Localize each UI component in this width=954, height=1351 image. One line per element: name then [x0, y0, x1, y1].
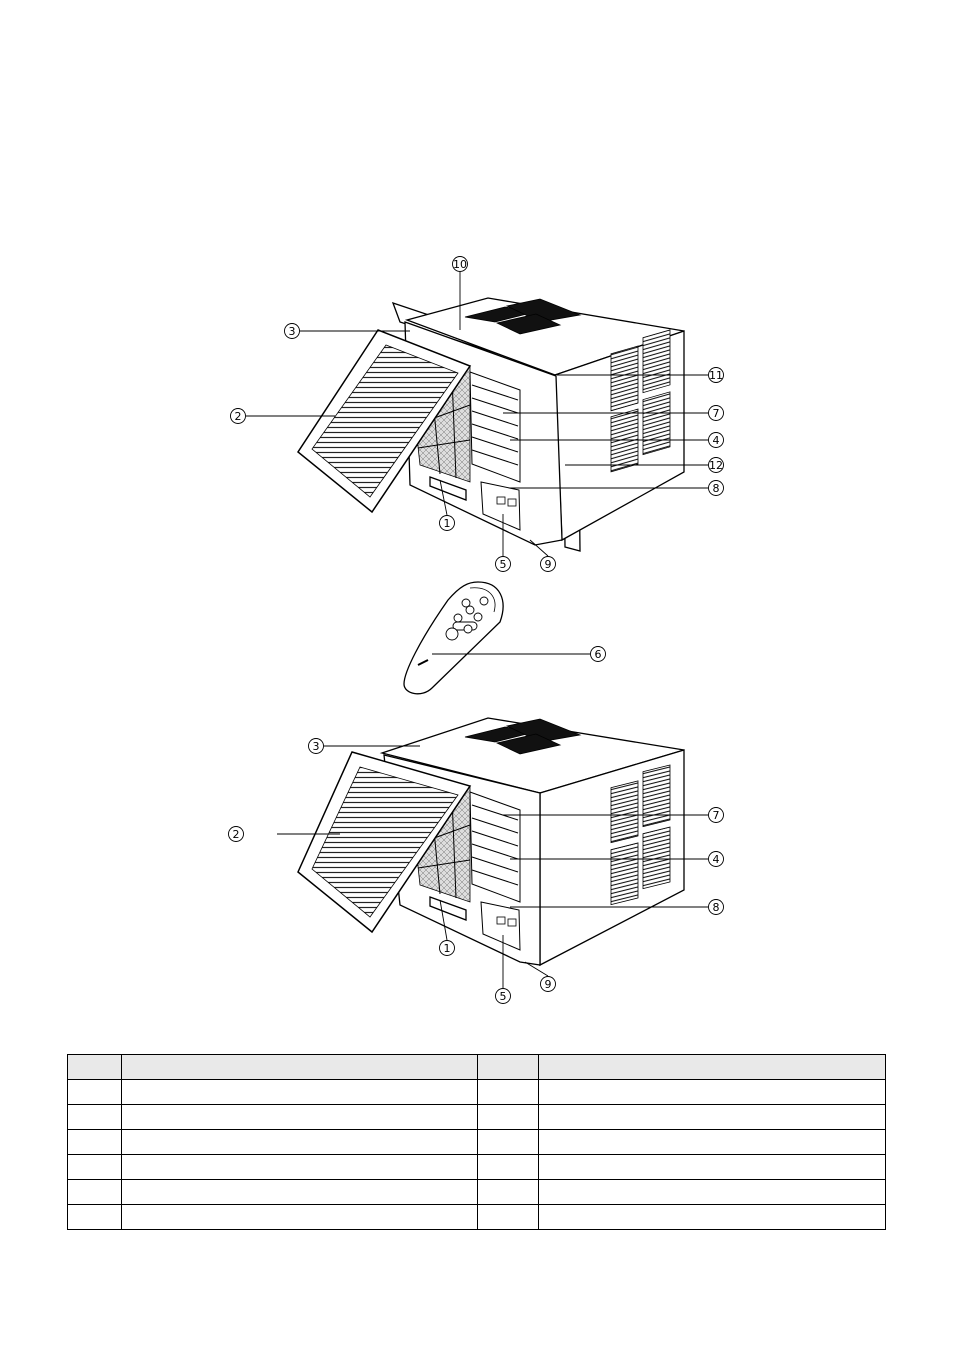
table-cell: [121, 1129, 478, 1155]
top-vent: [464, 718, 582, 755]
table-cell: [477, 1104, 539, 1130]
callout-10: 10: [453, 258, 467, 271]
table-cell: [538, 1179, 886, 1205]
table-cell: [67, 1204, 122, 1230]
callout-12: 12: [709, 459, 723, 472]
bottom-leader-lines: [277, 745, 708, 988]
callout-8: 8: [713, 901, 720, 914]
callout-3: 3: [313, 740, 320, 753]
side-vent: [642, 826, 671, 890]
table-cell: [67, 1154, 122, 1180]
side-vent: [642, 764, 671, 828]
callout-8: 8: [713, 482, 720, 495]
callout-9: 9: [545, 558, 552, 571]
control-panel: [480, 481, 521, 531]
callout-1: 1: [444, 942, 451, 955]
table-cell: [538, 1079, 886, 1105]
top-callouts: [230, 256, 724, 572]
side-vent: [610, 780, 639, 844]
table-cell: [538, 1204, 886, 1230]
table-cell: [67, 1129, 122, 1155]
header-description-1: [121, 1054, 478, 1080]
top-unit: [297, 297, 685, 552]
callout-2: 2: [235, 410, 242, 423]
control-panel: [480, 901, 521, 951]
air-conditioner-illustration: 10 3 2 11 7 4 12 8 1 5 9 6: [228, 256, 724, 1004]
table-cell: [121, 1154, 478, 1180]
table-cell: [477, 1079, 539, 1105]
side-vent: [610, 842, 639, 906]
callout-4: 4: [713, 434, 720, 447]
table-cell: [477, 1204, 539, 1230]
table-cell: [121, 1204, 478, 1230]
table-row: [67, 1079, 886, 1105]
remote-control: [403, 581, 504, 695]
front-grille: [297, 751, 472, 934]
table-cell: [67, 1104, 122, 1130]
table-cell: [538, 1154, 886, 1180]
callout-9: 9: [545, 978, 552, 991]
table-cell: [477, 1154, 539, 1180]
parts-table: [67, 1054, 886, 1230]
table-row: [67, 1129, 886, 1155]
table-row: [67, 1104, 886, 1130]
header-description-2: [538, 1054, 886, 1080]
table-cell: [538, 1129, 886, 1155]
callout-2: 2: [233, 828, 240, 841]
top-leader-lines: [246, 272, 708, 557]
front-grille: [297, 329, 472, 514]
side-vent: [642, 329, 671, 394]
callout-7: 7: [713, 407, 720, 420]
callout-7: 7: [713, 809, 720, 822]
table-header-row: [67, 1054, 886, 1080]
callout-6: 6: [595, 648, 602, 661]
side-vent: [642, 391, 671, 456]
header-number-2: [477, 1054, 539, 1080]
top-vent: [464, 298, 582, 335]
table-cell: [121, 1104, 478, 1130]
table-cell: [121, 1179, 478, 1205]
callout-11: 11: [709, 369, 723, 382]
bottom-unit: [297, 717, 685, 967]
callout-3: 3: [289, 325, 296, 338]
table-cell: [477, 1129, 539, 1155]
table-row: [67, 1179, 886, 1205]
louver-slats: [471, 384, 519, 466]
callout-5: 5: [500, 990, 507, 1003]
side-vent: [610, 345, 639, 412]
table-cell: [67, 1179, 122, 1205]
callout-4: 4: [713, 853, 720, 866]
table-cell: [477, 1179, 539, 1205]
header-number-1: [67, 1054, 122, 1080]
table-cell: [67, 1079, 122, 1105]
callout-5: 5: [500, 558, 507, 571]
table-cell: [121, 1079, 478, 1105]
table-row: [67, 1154, 886, 1180]
table-row: [67, 1204, 886, 1230]
callout-1: 1: [444, 517, 451, 530]
louver-column: [469, 371, 521, 483]
table-cell: [538, 1104, 886, 1130]
louver-column: [469, 791, 521, 903]
